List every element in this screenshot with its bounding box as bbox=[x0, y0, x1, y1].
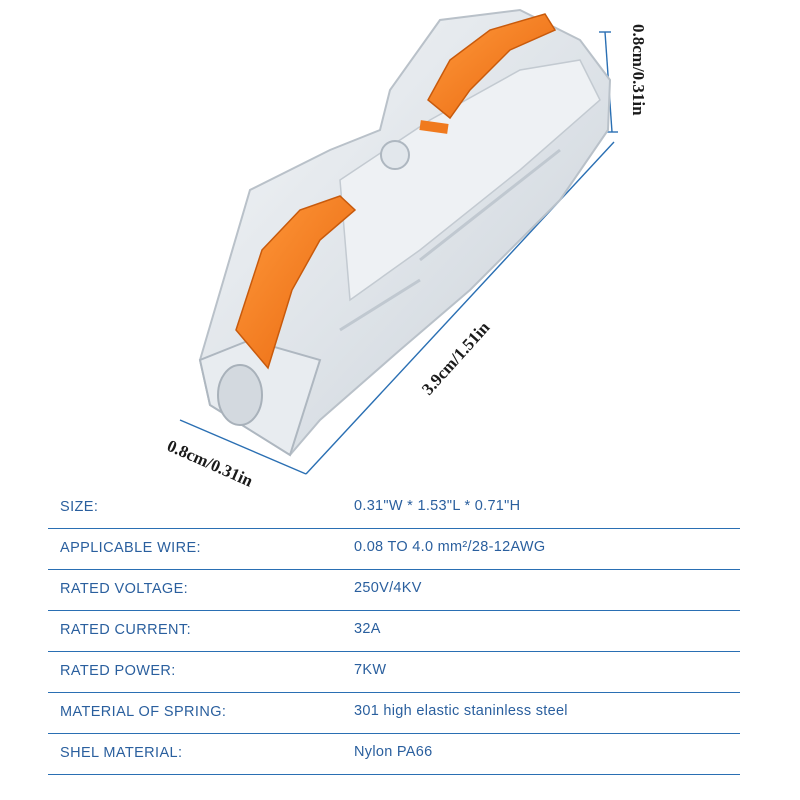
spec-label: RATED POWER: bbox=[60, 663, 176, 679]
spec-label: MATERIAL OF SPRING: bbox=[60, 704, 227, 720]
spec-row-size: SIZE: 0.31"W * 1.53"L * 0.71"H bbox=[48, 488, 740, 529]
lever-rear bbox=[427, 13, 557, 120]
spec-value: 7KW bbox=[354, 662, 387, 678]
spec-label: SIZE: bbox=[60, 499, 99, 515]
spec-label: RATED CURRENT: bbox=[60, 622, 192, 638]
spec-value: 32A bbox=[354, 621, 381, 637]
spec-value: 301 high elastic staninless steel bbox=[354, 703, 568, 719]
spec-row-applicable-wire: APPLICABLE WIRE: 0.08 TO 4.0 mm²/28-12AW… bbox=[48, 529, 740, 570]
lever-front bbox=[235, 195, 357, 370]
spec-label: APPLICABLE WIRE: bbox=[60, 540, 201, 556]
height-dimension-label: 0.8cm/0.31in bbox=[629, 24, 648, 116]
spec-row-shell-material: SHEL MATERIAL: Nylon PA66 bbox=[48, 734, 740, 775]
spec-value: Nylon PA66 bbox=[354, 744, 433, 760]
spec-row-spring-material: MATERIAL OF SPRING: 301 high elastic sta… bbox=[48, 693, 740, 734]
spec-value: 0.08 TO 4.0 mm²/28-12AWG bbox=[354, 539, 546, 555]
spec-table: SIZE: 0.31"W * 1.53"L * 0.71"H APPLICABL… bbox=[48, 488, 740, 775]
spec-row-rated-current: RATED CURRENT: 32A bbox=[48, 611, 740, 652]
spec-label: SHEL MATERIAL: bbox=[60, 745, 183, 761]
spec-label: RATED VOLTAGE: bbox=[60, 581, 189, 597]
connector-body bbox=[198, 8, 612, 457]
spec-value: 0.31"W * 1.53"L * 0.71"H bbox=[354, 498, 521, 514]
spec-row-rated-power: RATED POWER: 7KW bbox=[48, 652, 740, 693]
spec-row-rated-voltage: RATED VOLTAGE: 250V/4KV bbox=[48, 570, 740, 611]
spec-value: 250V/4KV bbox=[354, 580, 422, 596]
